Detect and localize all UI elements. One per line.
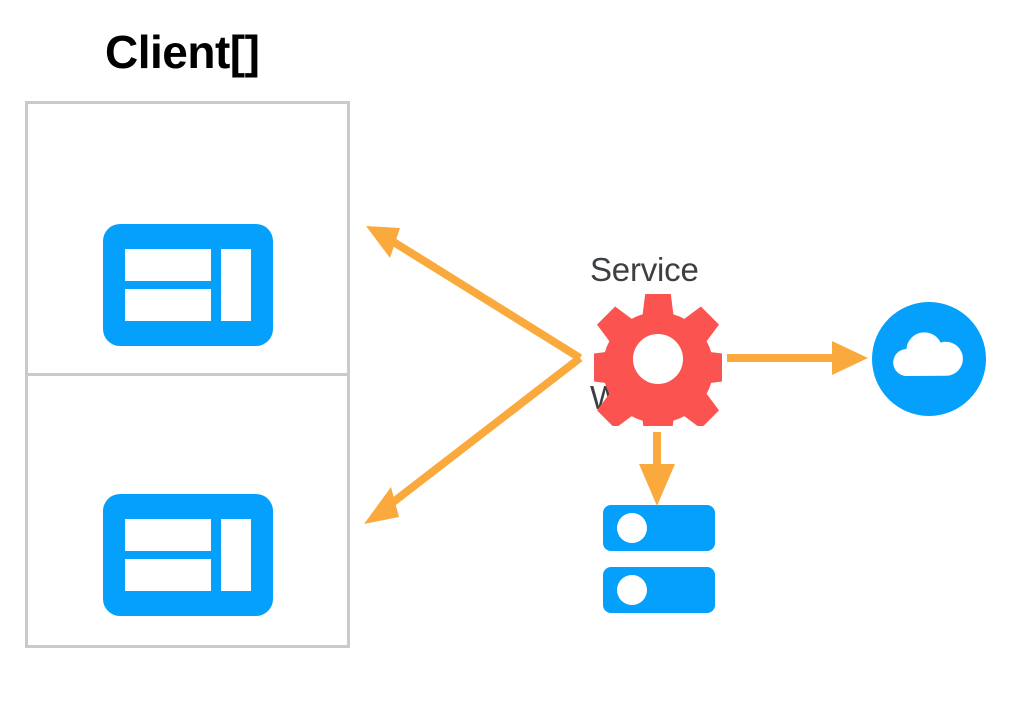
client-0-cell[interactable]: Client[0] [28, 104, 347, 376]
browser-pane-bottom-left [124, 559, 211, 591]
browser-pane-bottom-left [124, 289, 211, 321]
gear-icon [594, 294, 722, 426]
browser-window-icon [102, 224, 273, 346]
cloud-icon [872, 302, 986, 416]
browser-pane-top-left [124, 519, 211, 551]
page-title: Client[] [105, 26, 260, 78]
server-database-icon [603, 505, 715, 613]
browser-window-icon [102, 494, 273, 616]
client-1-cell[interactable]: Client[1] [28, 376, 347, 645]
server-indicator-dot [617, 575, 647, 605]
arrow-sw-to-client-0 [366, 226, 583, 362]
browser-pane-right [220, 249, 251, 321]
browser-pane-right [220, 519, 251, 591]
service-worker-label-line-1: Service [590, 250, 699, 288]
browser-pane-top-left [124, 249, 211, 281]
server-bar-bottom [603, 567, 715, 613]
arrow-sw-to-client-1 [364, 354, 583, 524]
server-bar-top [603, 505, 715, 551]
arrow-sw-to-cloud [727, 341, 868, 375]
server-indicator-dot [617, 513, 647, 543]
clients-container: Client[0] Client[1] [25, 101, 350, 648]
